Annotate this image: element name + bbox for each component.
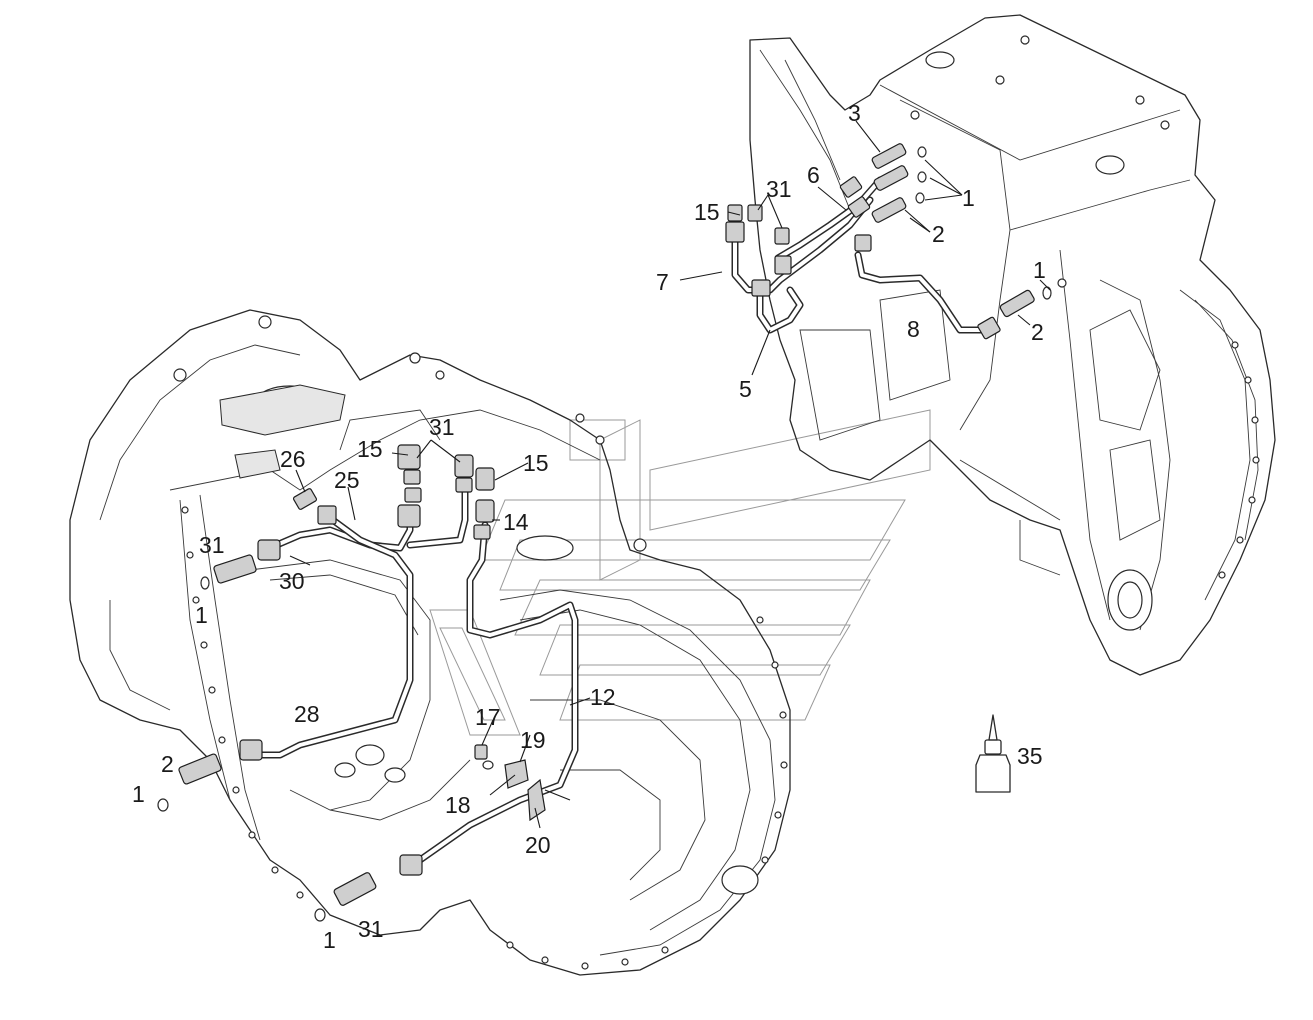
label-17: 17 — [475, 704, 501, 730]
label-30: 30 — [279, 568, 305, 594]
label-2: 2 — [932, 221, 945, 247]
label-3: 3 — [848, 100, 861, 126]
label-15: 15 — [523, 450, 549, 476]
label-31: 31 — [199, 532, 225, 558]
label-1: 1 — [195, 602, 208, 628]
right-axle-housing — [749, 14, 1276, 676]
sealant-bottle-icon — [975, 714, 1011, 793]
label-28: 28 — [294, 701, 320, 727]
label-1: 1 — [962, 185, 975, 211]
label-26: 26 — [280, 446, 306, 472]
part-labels: 3 6 31 15 1 2 7 1 8 2 5 31 15 15 26 25 1… — [132, 100, 1046, 953]
label-31: 31 — [766, 176, 792, 202]
label-35: 35 — [1017, 743, 1043, 769]
label-2: 2 — [1031, 319, 1044, 345]
watermark-logo — [429, 409, 931, 736]
label-31: 31 — [429, 414, 455, 440]
label-12: 12 — [590, 684, 616, 710]
label-2: 2 — [161, 751, 174, 777]
label-5: 5 — [739, 376, 752, 402]
pipe-assembly-left — [157, 444, 579, 922]
leader-lines — [289, 120, 1051, 829]
label-25: 25 — [334, 467, 360, 493]
label-8: 8 — [907, 316, 920, 342]
label-1: 1 — [132, 781, 145, 807]
label-31: 31 — [358, 916, 384, 942]
pipe-assembly-right — [725, 143, 1052, 340]
label-1: 1 — [1033, 257, 1046, 283]
label-19: 19 — [520, 727, 546, 753]
label-18: 18 — [445, 792, 471, 818]
label-1: 1 — [323, 927, 336, 953]
label-15: 15 — [694, 199, 720, 225]
label-6: 6 — [807, 162, 820, 188]
left-axle-housing — [69, 309, 791, 976]
label-20: 20 — [525, 832, 551, 858]
label-7: 7 — [656, 269, 669, 295]
label-15: 15 — [357, 436, 383, 462]
label-14: 14 — [503, 509, 529, 535]
